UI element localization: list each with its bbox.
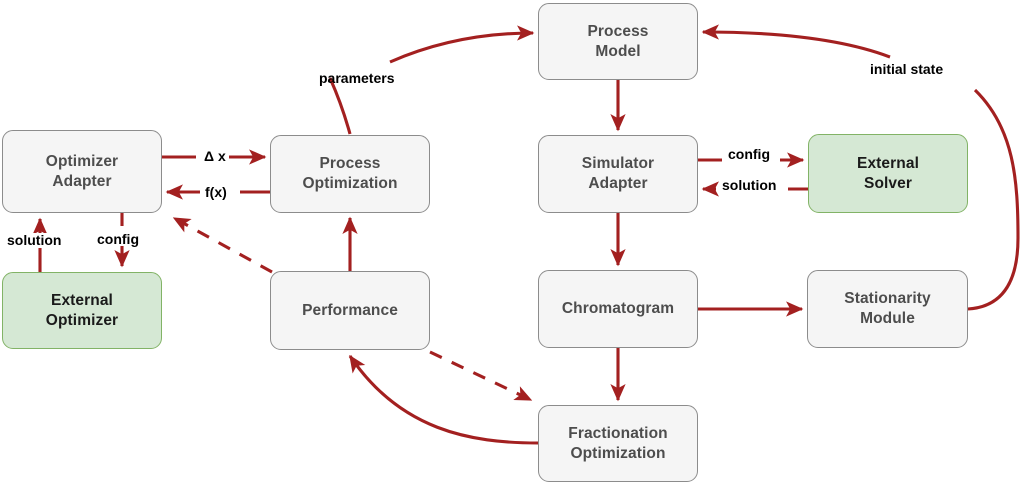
edge-label-parameters: parameters [319,70,395,86]
node-external-solver[interactable]: External Solver [808,134,968,213]
node-optimizer-adapter[interactable]: Optimizer Adapter [2,130,162,213]
edge-label-solution-left: solution [6,232,63,248]
edge-label-config-left: config [96,231,140,247]
edge-performance-to-optimizer-adapter [172,216,273,274]
node-external-optimizer[interactable]: External Optimizer [2,272,162,349]
node-process-optimization[interactable]: Process Optimization [270,135,430,213]
edge-process-optimization-to-process-model-arrow [389,25,535,64]
edge-fractionation-optimization-to-performance [348,354,539,445]
edge-stationarity-module-to-process-model [967,88,1020,311]
node-simulator-adapter[interactable]: Simulator Adapter [538,135,698,213]
edge-stationarity-module-to-process-model-arrow [701,24,891,59]
node-chromatogram[interactable]: Chromatogram [538,270,698,348]
edge-label-delta-x: Δ x [203,148,227,164]
edge-label-fx: f(x) [204,184,228,200]
edge-label-config-right: config [727,146,771,162]
node-performance[interactable]: Performance [270,271,430,350]
node-stationarity-module[interactable]: Stationarity Module [807,270,968,348]
edge-performance-to-fractionation-optimization [429,350,533,402]
edge-label-solution-right: solution [721,177,778,193]
edge-process-optimization-to-process-model [328,77,352,135]
node-fractionation-optimization[interactable]: Fractionation Optimization [538,405,698,482]
node-process-model[interactable]: Process Model [538,3,698,80]
edge-label-initial-state: initial state [870,61,944,77]
